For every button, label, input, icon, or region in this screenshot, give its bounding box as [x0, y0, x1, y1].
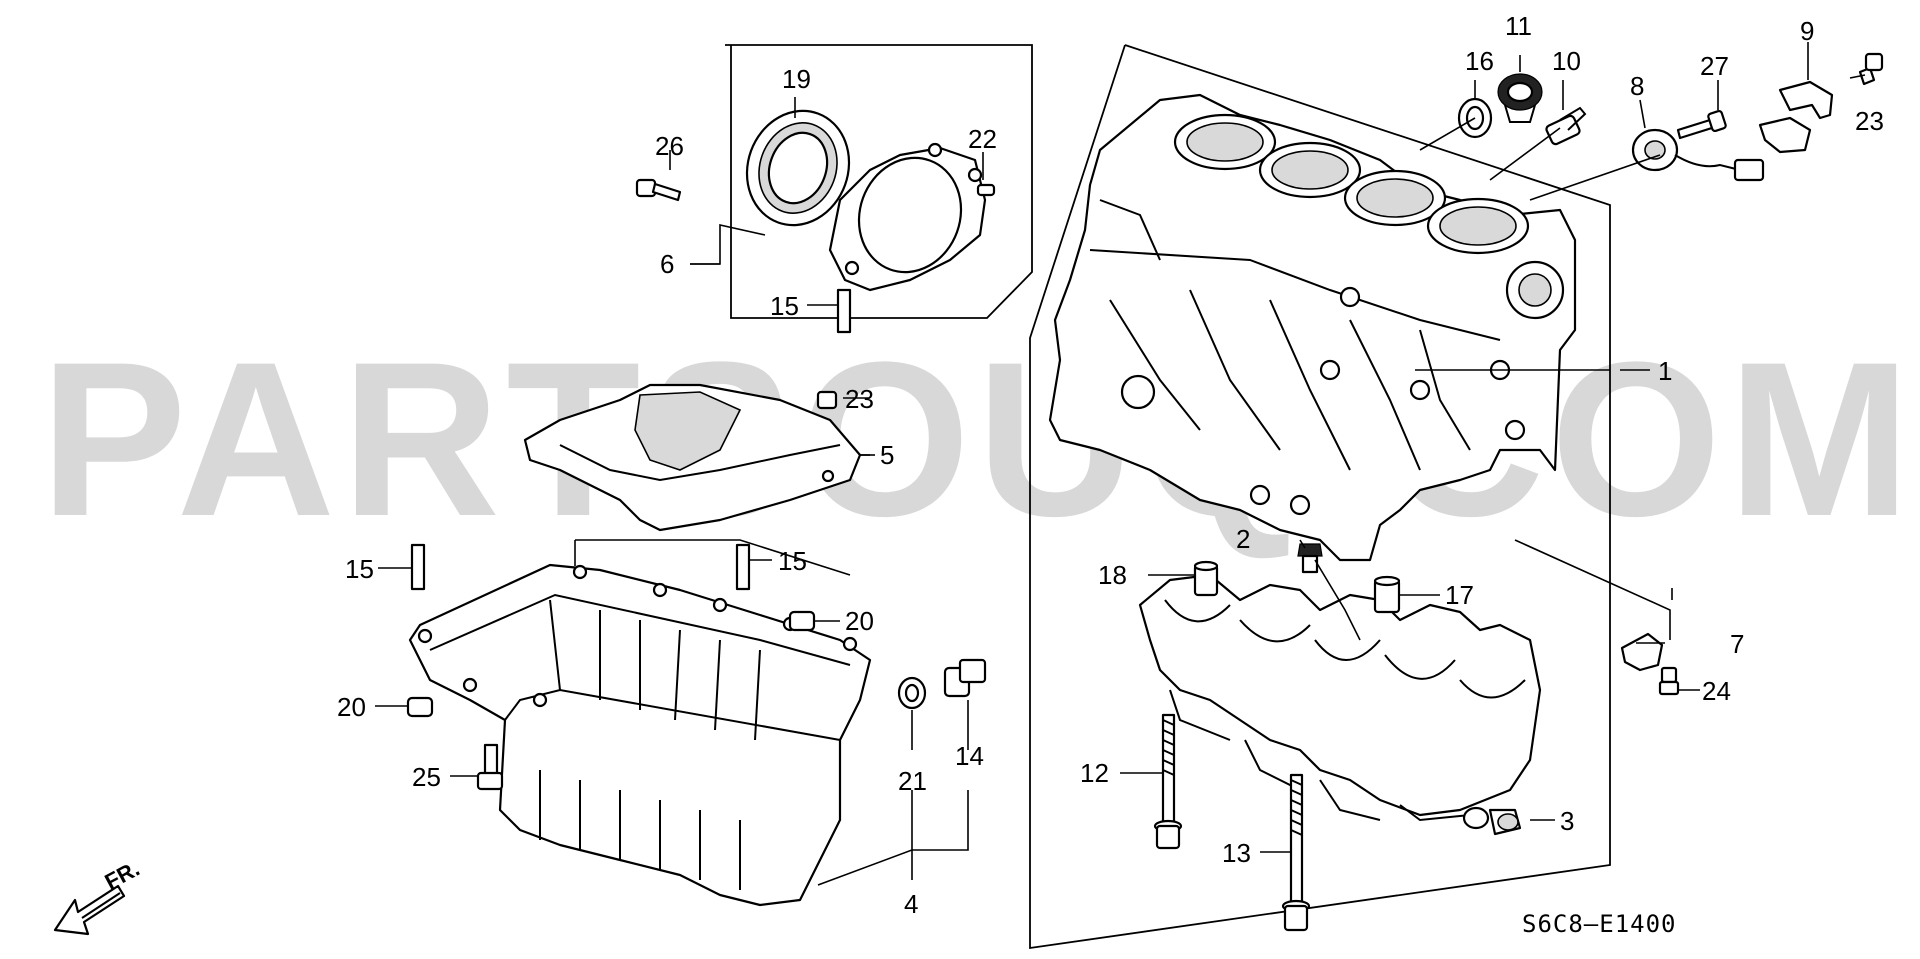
- front-arrow: FR.: [53, 856, 144, 936]
- oil-pan[interactable]: [408, 563, 872, 907]
- bracket-7[interactable]: [1620, 632, 1664, 672]
- callout-15-mid: 15: [778, 546, 807, 576]
- nut-20-left[interactable]: [406, 696, 434, 718]
- callout-11: 11: [1505, 11, 1532, 41]
- callout-8: 8: [1630, 71, 1644, 101]
- callout-27: 27: [1700, 51, 1729, 81]
- oil-seal-cover[interactable]: [828, 142, 987, 292]
- callout-25: 25: [412, 762, 441, 792]
- bolt-3[interactable]: [1462, 806, 1522, 836]
- callout-14: 14: [955, 741, 984, 771]
- callout-16: 16: [1465, 46, 1494, 76]
- callout-5: 5: [880, 440, 894, 470]
- knock-sensor-8[interactable]: [1631, 128, 1765, 182]
- bolt-23-baffle[interactable]: [816, 390, 838, 410]
- callout-labels: 19 26 22 6 15 16 11 10 8 27 9 23 1 23 5 …: [337, 11, 1884, 919]
- block-frame: [1029, 44, 1611, 950]
- sensor-10[interactable]: [1545, 106, 1587, 146]
- callout-9: 9: [1800, 16, 1814, 46]
- plug-11[interactable]: [1497, 73, 1543, 123]
- lower-block-bearing-carrier[interactable]: [1138, 573, 1542, 822]
- watermark: PARTSOUQ.COM: [40, 316, 1917, 562]
- dowel-pin-17[interactable]: [1373, 575, 1401, 614]
- callout-24: 24: [1702, 676, 1731, 706]
- nut-20-right[interactable]: [788, 610, 816, 632]
- bolt-12[interactable]: [1153, 713, 1183, 850]
- callout-10: 10: [1552, 46, 1581, 76]
- callout-6: 6: [660, 249, 674, 279]
- bolt-26[interactable]: [635, 178, 682, 202]
- stud-15-mid[interactable]: [735, 543, 751, 591]
- rear-oil-seal[interactable]: [731, 96, 865, 239]
- rear-seal-frame: [725, 44, 1033, 319]
- callout-13: 13: [1222, 838, 1251, 868]
- callout-2: 2: [1236, 524, 1250, 554]
- stud-15-top[interactable]: [836, 288, 852, 334]
- stud-15-left[interactable]: [410, 543, 426, 591]
- callout-1: 1: [1658, 356, 1672, 386]
- dowel-pin-18[interactable]: [1193, 560, 1219, 597]
- leader-lines: [375, 42, 1866, 886]
- callout-15-left: 15: [345, 554, 374, 584]
- dowel-pin-22[interactable]: [976, 183, 996, 197]
- washer-21[interactable]: [897, 676, 927, 710]
- bolt-13[interactable]: [1281, 773, 1311, 932]
- callout-23-top: 23: [1855, 106, 1884, 136]
- callout-18: 18: [1098, 560, 1127, 590]
- callout-26: 26: [655, 131, 684, 161]
- bracket-9[interactable]: [1758, 80, 1834, 154]
- callout-3: 3: [1560, 806, 1574, 836]
- bolt-27[interactable]: [1676, 109, 1727, 140]
- callout-17: 17: [1445, 580, 1474, 610]
- front-label: FR.: [101, 856, 144, 895]
- callout-20-left: 20: [337, 692, 366, 722]
- callout-4: 4: [904, 889, 918, 919]
- bolt-24[interactable]: [1658, 666, 1680, 696]
- callout-21: 21: [898, 766, 927, 796]
- drain-plug-14[interactable]: [943, 658, 987, 698]
- bolt-23-top[interactable]: [1858, 52, 1884, 86]
- callout-19: 19: [782, 64, 811, 94]
- bolt-25[interactable]: [476, 743, 504, 791]
- callout-15-top: 15: [770, 291, 799, 321]
- diagram-code: S6C8—E1400: [1522, 910, 1677, 938]
- callout-22: 22: [968, 124, 997, 154]
- callout-12: 12: [1080, 758, 1109, 788]
- callout-20-right: 20: [845, 606, 874, 636]
- baffle-plate[interactable]: [523, 383, 862, 532]
- callout-23-baffle: 23: [845, 384, 874, 414]
- cylinder-block[interactable]: [1048, 93, 1577, 562]
- callout-7: 7: [1730, 629, 1744, 659]
